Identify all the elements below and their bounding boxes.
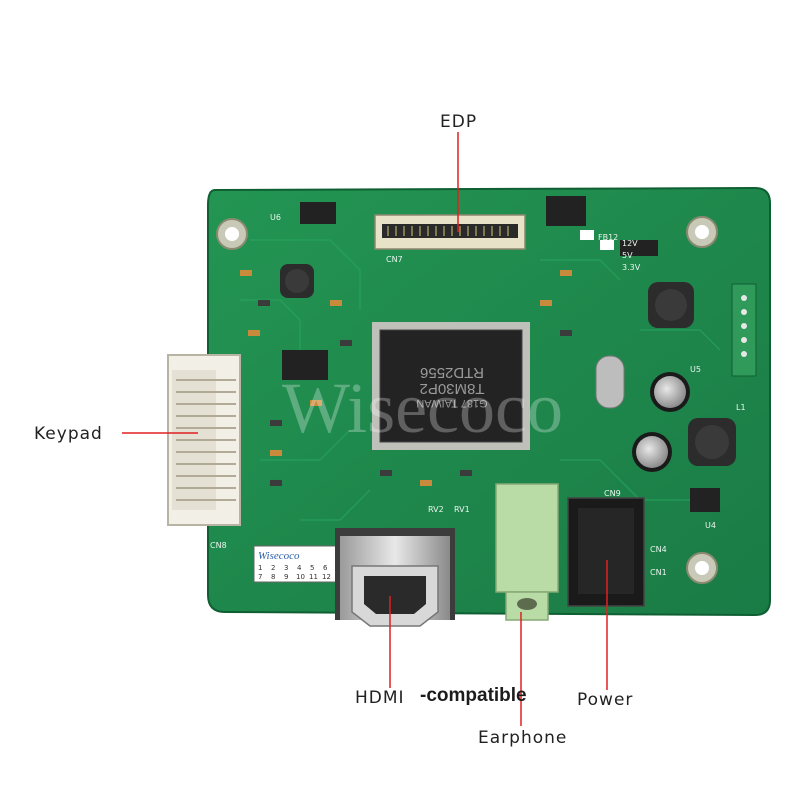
- svg-text:2: 2: [271, 564, 275, 572]
- silk-rv1: RV1: [454, 505, 470, 514]
- hdmi-port: [335, 528, 455, 627]
- silk-u4: U4: [705, 521, 716, 530]
- power-jack: [567, 497, 645, 607]
- mounting-holes: [216, 216, 718, 584]
- power-label: Power: [577, 690, 634, 710]
- silk-u5: U5: [690, 365, 701, 374]
- edp-connector: [374, 214, 526, 250]
- silk-cn1: CN1: [650, 568, 667, 577]
- svg-text:8: 8: [271, 573, 275, 581]
- svg-text:9: 9: [284, 573, 288, 581]
- board-logo-text: Wisecoco: [258, 550, 300, 562]
- silk-cn9: CN9: [604, 489, 621, 498]
- crystal-oscillator: [595, 355, 625, 409]
- callout-lines: [122, 132, 608, 726]
- small-ics: [282, 196, 720, 512]
- svg-text:12: 12: [322, 573, 331, 581]
- silkscreen-labels: 12V 5V 3.3V FB12 CN1 CN4 CN9 CN7 CN8 L1 …: [210, 213, 746, 577]
- svg-text:7: 7: [258, 573, 262, 581]
- earphone-label: Earphone: [478, 728, 568, 748]
- silk-5v: 5V: [622, 251, 633, 260]
- svg-text:4: 4: [297, 564, 302, 572]
- smd-components: [240, 230, 642, 526]
- chip-line-2: T8M30P2: [419, 380, 484, 397]
- inductor-left: [280, 264, 314, 298]
- silk-cn8: CN8: [210, 541, 227, 550]
- svg-text:10: 10: [296, 573, 305, 581]
- side-connector: [731, 283, 757, 377]
- keypad-label: Keypad: [34, 424, 103, 444]
- watermark-text: Wisecoco: [282, 368, 563, 448]
- edp-label: EDP: [440, 112, 478, 132]
- electrolytic-capacitors: [632, 372, 690, 472]
- inductor-right-mid: [688, 418, 736, 466]
- svg-text:5: 5: [310, 564, 314, 572]
- silk-u6: U6: [270, 213, 281, 222]
- chip-line-1: RTD2556: [420, 364, 484, 381]
- hdmi-label: HDMI: [355, 688, 405, 708]
- silk-cn7: CN7: [386, 255, 403, 264]
- keypad-connector: [167, 354, 241, 526]
- earphone-jack: [495, 483, 559, 621]
- silk-fb12: FB12: [598, 233, 618, 242]
- silk-3v3: 3.3V: [622, 263, 641, 272]
- svg-text:3: 3: [284, 564, 288, 572]
- svg-text:6: 6: [323, 564, 328, 572]
- inductor-right-top: [648, 282, 694, 328]
- svg-text:11: 11: [309, 573, 318, 581]
- silk-cn4: CN4: [650, 545, 667, 554]
- silk-l1: L1: [736, 403, 746, 412]
- silk-12v: 12V: [622, 239, 638, 248]
- silk-rv2: RV2: [428, 505, 444, 514]
- svg-text:1: 1: [258, 564, 262, 572]
- chip-line-3: G187 TAIWAN: [416, 397, 487, 409]
- main-controller-chip: G187 TAIWAN T8M30P2 RTD2556: [372, 322, 530, 450]
- hdmi-compatible-label: -compatible: [420, 685, 527, 706]
